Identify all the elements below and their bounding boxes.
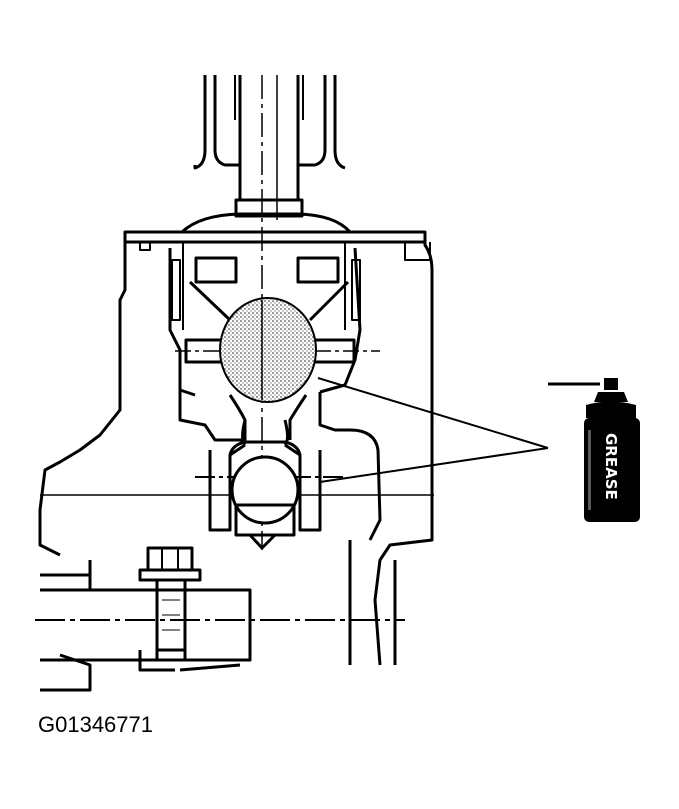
bolt [138,546,202,662]
lower-ball-socket [195,419,345,550]
transmission-housing [38,242,434,672]
grease-can-icon: GREASE [548,378,640,522]
upper-boot [193,75,346,170]
figure-id: G01346771 [38,712,153,737]
upper-ball-grease [219,297,317,440]
shift-lever-assembly-diagram: GREASE [35,75,640,692]
grease-leader-lines [317,377,549,483]
grease-can-label: GREASE [602,433,620,500]
select-lever-arm [35,573,405,692]
